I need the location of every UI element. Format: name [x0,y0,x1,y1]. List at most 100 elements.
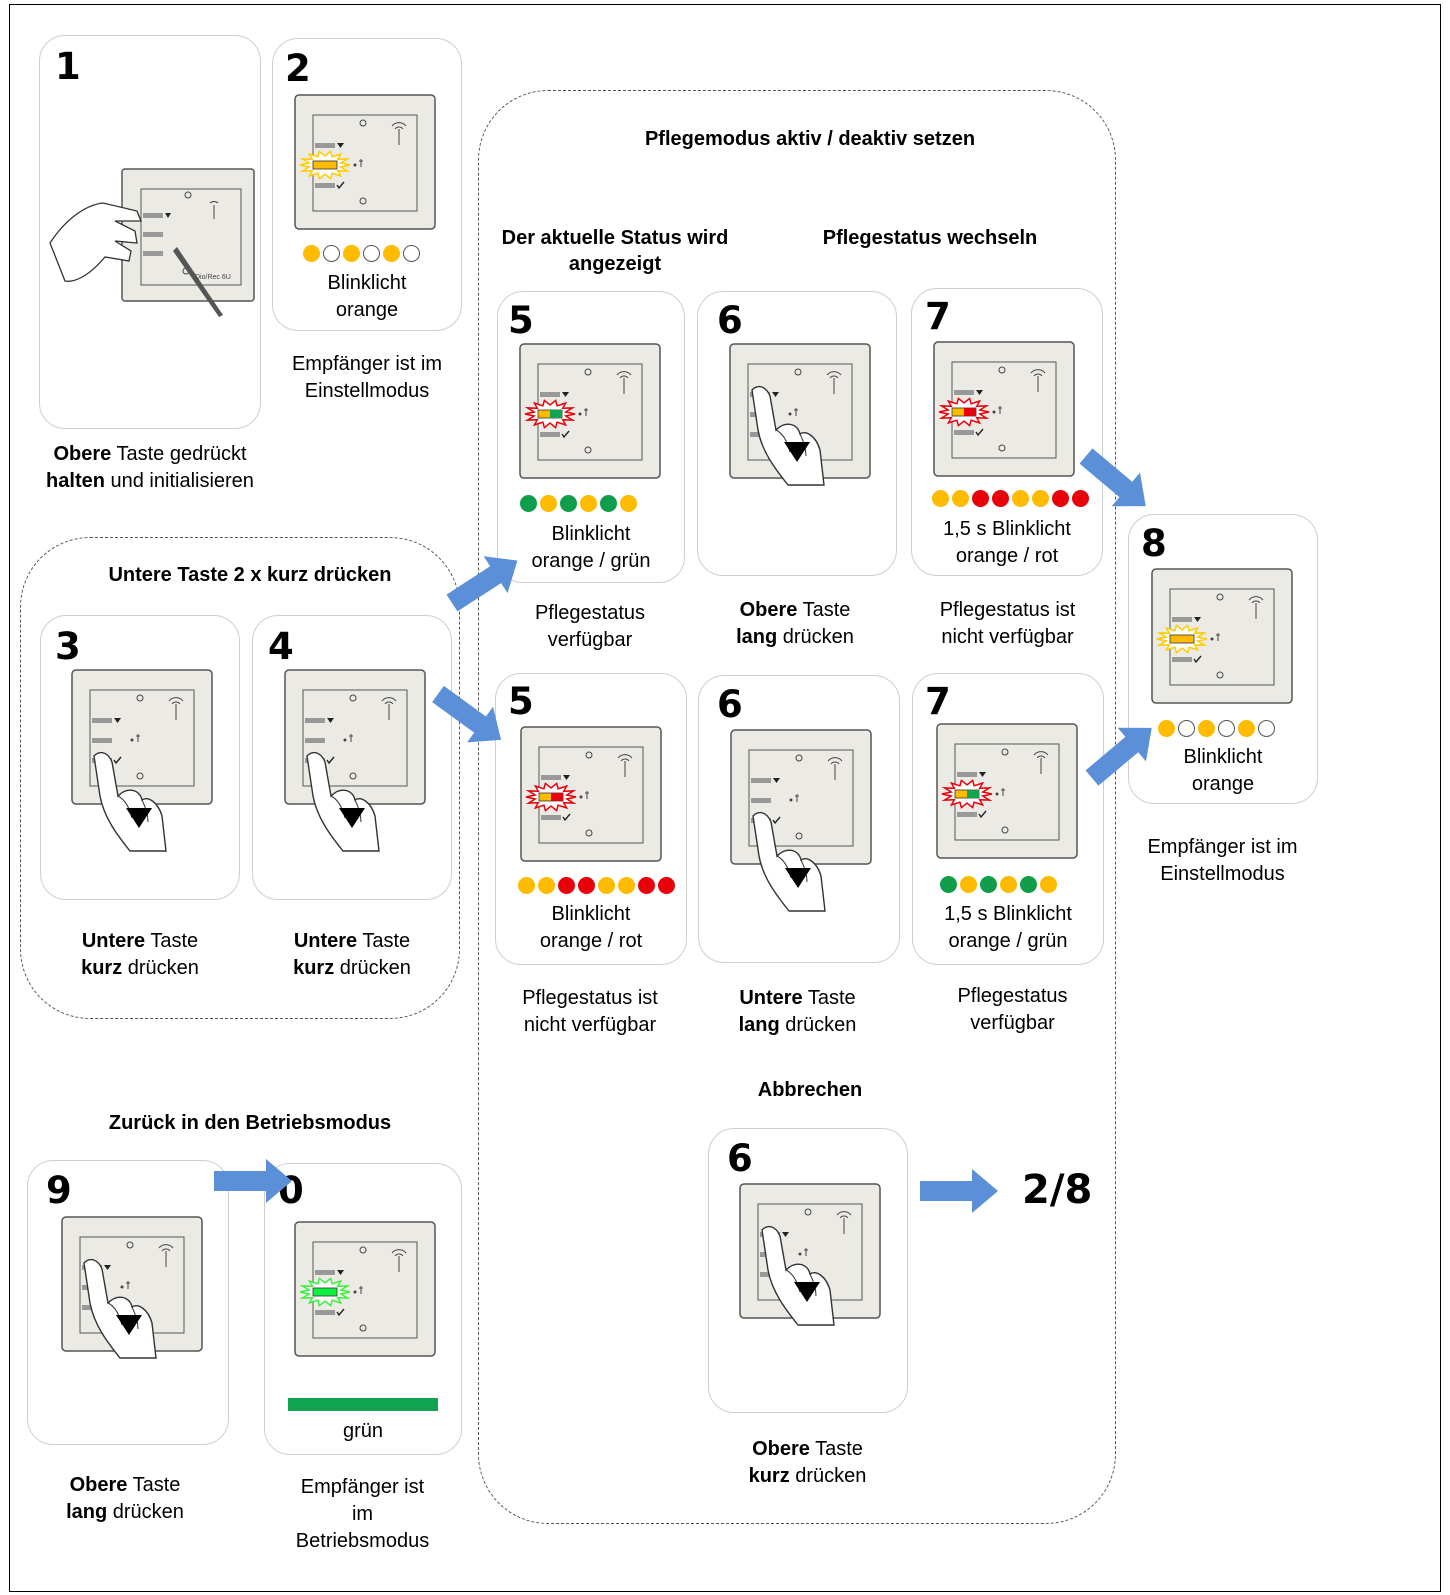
step-6c-number: 6 [727,1137,753,1180]
led-dot-off [363,245,380,262]
step-5b-led-dots [518,877,675,894]
led-dot-orange [540,495,557,512]
step-8-device-illustration [1151,568,1293,704]
led-dot-red [578,877,595,894]
step-9-number: 9 [46,1169,72,1212]
step-6a-number: 6 [717,299,743,342]
led-dot-orange [1032,490,1049,507]
step-4-device-illustration [284,669,426,852]
led-dot-orange [1040,876,1057,893]
led-dot-orange [1198,720,1215,737]
svg-text:Dio/Rec 6U: Dio/Rec 6U [195,274,231,281]
led-dot-orange [383,245,400,262]
step-4-number: 4 [268,625,294,668]
step-1-device-illustration: Dio/Rec 6U [49,168,255,317]
led-dot-orange [303,245,320,262]
step-5a-led-dots [520,495,637,512]
arrow-9-to-0 [214,1159,292,1203]
led-dot-orange [1000,876,1017,893]
step-5b-device-illustration [520,726,662,862]
step-5a-device-illustration [519,343,661,479]
led-dot-off [1258,720,1275,737]
step-5a-number: 5 [508,299,534,342]
led-dot-green [520,495,537,512]
arrow-7b-to-8 [1085,727,1152,786]
step-0-device-illustration [294,1221,436,1357]
target-2-8: 2/8 [1022,1167,1093,1213]
led-dot-red [1052,490,1069,507]
step-6c-device-illustration [739,1183,881,1326]
led-dot-orange [932,490,949,507]
step-3-device-illustration [71,669,213,852]
led-dot-off [1218,720,1235,737]
arrow-6c-to-target [920,1169,998,1213]
arrow-7a-to-8 [1079,448,1146,507]
step-7b-device-illustration [936,723,1078,859]
step-6b-device-illustration [730,729,872,912]
led-dot-orange [960,876,977,893]
step-1-caption: Obere Taste gedrückt halten und initiali… [46,443,254,492]
led-dot-red [992,490,1009,507]
led-dot-orange [952,490,969,507]
arrow-group-to-5a [446,556,518,612]
arrow-group-to-5b [432,685,502,743]
step-7a-device-illustration [933,341,1075,477]
step-2-led-dots [303,245,420,262]
step-1-number: 1 [55,45,81,88]
step-0-led-text: grün [342,1420,384,1442]
led-dot-red [638,877,655,894]
aktueller-status-title: Der aktuelle Status wird angezeigt [501,227,729,275]
step-7a-led-dots [932,490,1089,507]
led-dot-green [600,495,617,512]
led-dot-orange [580,495,597,512]
led-dot-orange [598,877,615,894]
pflegestatus-wechseln-title: Pflegestatus wechseln [822,227,1038,249]
led-dot-orange [1012,490,1029,507]
step-7b-led-dots [940,876,1057,893]
led-dot-orange [618,877,635,894]
zurueck-title: Zurück in den Betriebsmodus [108,1112,392,1134]
step-3-number: 3 [55,625,81,668]
led-dot-orange [1158,720,1175,737]
abbrechen-title: Abbrechen [757,1079,863,1101]
step-5b-number: 5 [508,680,534,723]
led-dot-orange [620,495,637,512]
led-dot-orange [538,877,555,894]
led-dot-green [980,876,997,893]
untere-taste-group [20,537,460,1019]
led-dot-red [558,877,575,894]
step-9-device-illustration [61,1216,203,1359]
step-6a-device-illustration [729,343,871,486]
led-dot-green [940,876,957,893]
led-dot-off [323,245,340,262]
step-2-device-illustration [294,94,436,230]
led-dot-orange [1238,720,1255,737]
pflegemodus-group [478,90,1116,1524]
step-7b-number: 7 [925,680,951,723]
led-dot-off [1178,720,1195,737]
step-7a-number: 7 [925,295,951,338]
led-dot-green [560,495,577,512]
led-dot-orange [518,877,535,894]
step-0-green-bar [288,1398,438,1411]
untere-taste-title: Untere Taste 2 x kurz drücken [108,564,392,586]
